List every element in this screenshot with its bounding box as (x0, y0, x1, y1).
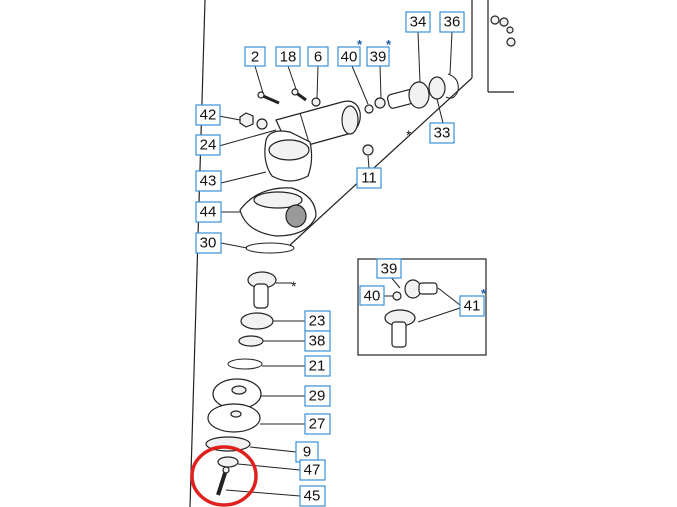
callout-6: 6 (307, 46, 329, 67)
bolt-42 (239, 112, 268, 130)
callout-39-top-asterisk: * (386, 37, 392, 52)
callout-38-label: 38 (309, 333, 326, 350)
callout-43-label: 43 (200, 173, 217, 190)
nut-6 (311, 97, 321, 107)
circlip-30 (245, 242, 295, 254)
callout-30: 30 (195, 232, 222, 254)
callout-18: 18 (275, 46, 301, 67)
pinion-gear-34 (386, 81, 430, 109)
callout-40-top-asterisk: * (357, 37, 363, 52)
circlip-36 (445, 73, 459, 99)
circlip-21 (227, 358, 263, 370)
callout-42: 42 (195, 104, 221, 126)
callout-24-label: 24 (200, 137, 217, 154)
bevel-gear (247, 271, 277, 309)
flange-27 (207, 403, 261, 433)
callout-41-asterisk: * (481, 286, 487, 301)
callout-24: 24 (195, 134, 221, 156)
callout-21: 21 (304, 355, 331, 377)
callout-30-label: 30 (200, 235, 217, 252)
callout-39-inset: 39 (376, 258, 402, 279)
washer-38 (238, 335, 264, 347)
callout-21-label: 21 (309, 358, 326, 375)
callout-33-label: 33 (434, 125, 451, 142)
callout-42-label: 42 (200, 107, 217, 124)
ring-39 (374, 97, 386, 109)
callout-40-inset-label: 40 (364, 288, 381, 305)
callout-38: 38 (304, 330, 331, 352)
callout-33: 33 (429, 122, 455, 144)
callout-34-label: 34 (410, 14, 427, 31)
callout-6-label: 6 (314, 49, 322, 66)
inset-gear-lower (384, 309, 416, 348)
callout-39-inset-label: 39 (381, 261, 398, 278)
callout-39-top-label: 39 (370, 49, 387, 66)
gear-head-43 (264, 130, 313, 182)
asterisk-mark-pinion: * (406, 127, 412, 143)
washer-40 (364, 104, 374, 114)
bearing-23 (240, 312, 274, 330)
callout-9-label: 9 (303, 444, 311, 461)
callout-40-top: 40* (337, 37, 363, 67)
callout-9: 9 (295, 441, 319, 463)
screw-18 (291, 88, 307, 102)
screw-2 (257, 91, 280, 105)
gearbox-parts (205, 73, 459, 496)
nut-11 (362, 144, 374, 156)
bolt-45 (216, 466, 230, 496)
callout-47: 47 (299, 459, 326, 481)
inset-gear-upper (392, 279, 438, 301)
corner-part-thumbnail (490, 15, 516, 47)
callout-23-label: 23 (309, 313, 326, 330)
callout-2: 2 (244, 46, 266, 67)
callout-43: 43 (195, 170, 222, 192)
washer-47 (217, 456, 239, 468)
callout-47-label: 47 (304, 462, 321, 479)
callout-29: 29 (304, 385, 331, 407)
callout-29-label: 29 (309, 388, 326, 405)
callout-18-label: 18 (280, 49, 297, 66)
highlight-circle (190, 445, 258, 507)
inset-box (357, 258, 487, 356)
callout-40-inset: 40 (359, 285, 385, 306)
callout-44: 44 (195, 201, 222, 223)
callout-39-top: 39* (366, 37, 392, 67)
callout-11: 11 (356, 167, 382, 189)
callout-41: 41* (459, 286, 487, 317)
callout-36-label: 36 (444, 14, 461, 31)
callout-23: 23 (304, 310, 331, 332)
callout-40-top-label: 40 (341, 49, 358, 66)
callout-27-label: 27 (309, 416, 326, 433)
leader-lines (218, 31, 461, 497)
callout-41-label: 41 (464, 298, 481, 315)
callout-11-label: 11 (361, 170, 377, 187)
callout-2-label: 2 (251, 49, 259, 66)
callout-44-label: 44 (200, 204, 217, 221)
callout-45: 45 (299, 485, 326, 507)
guard-cover-44 (239, 187, 317, 237)
asterisk-mark-bevel: * (291, 278, 297, 294)
callout-27: 27 (304, 413, 331, 435)
callout-45-label: 45 (304, 488, 321, 505)
callout-36: 36 (439, 11, 465, 33)
bearing-33 (428, 76, 446, 100)
callout-34: 34 (405, 11, 431, 33)
